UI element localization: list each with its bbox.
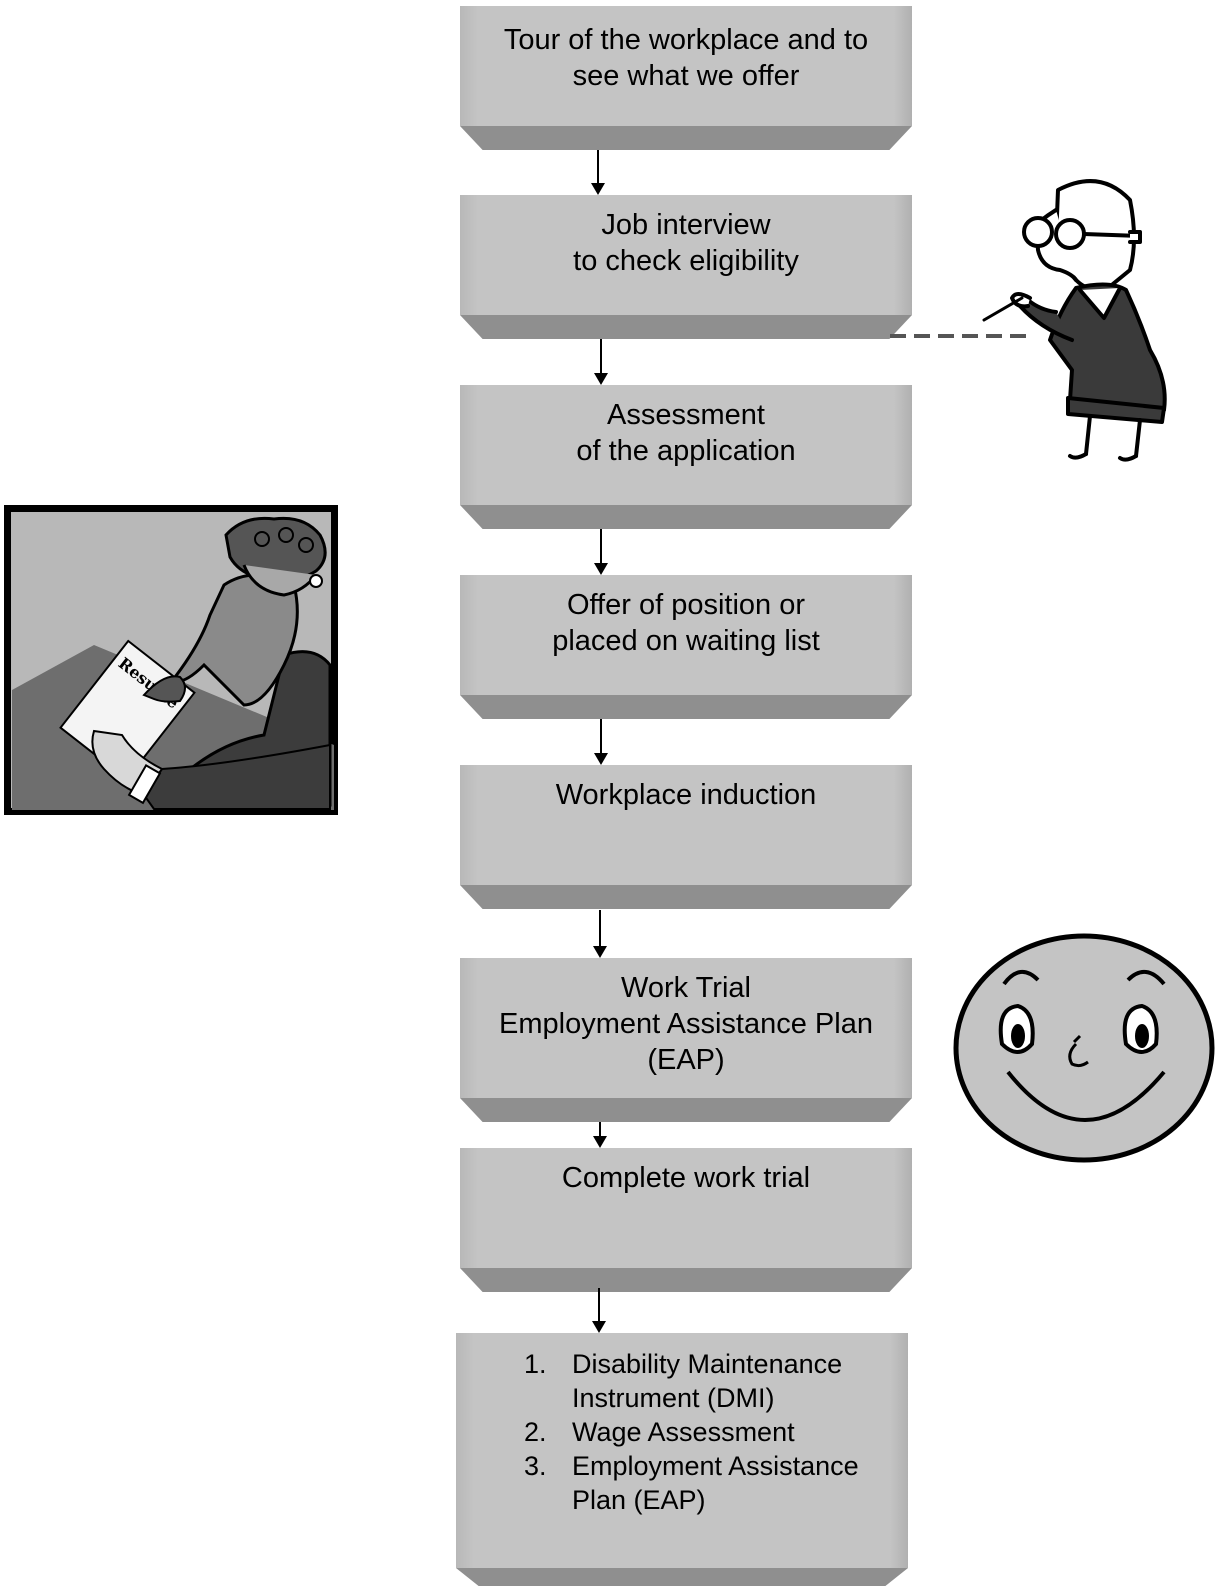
connector-arrow <box>591 339 611 385</box>
list-text-line: Instrument (DMI) <box>572 1383 775 1413</box>
step-text-line: Job interview <box>601 209 771 241</box>
connector-arrow <box>591 529 611 575</box>
connector-arrow <box>590 910 610 958</box>
resume-illustration: Resume <box>4 505 338 815</box>
list-text-line: Wage Assessment <box>572 1417 795 1447</box>
final-step-list: 1. Disability Maintenance Instrument (DM… <box>524 1347 908 1517</box>
arrow-head <box>592 1321 606 1333</box>
smiley-face-illustration <box>953 933 1215 1163</box>
step-text-line: Employment Assistance Plan <box>499 1008 873 1040</box>
arrow-head <box>594 563 608 575</box>
step-box-bevel <box>460 315 912 339</box>
list-text-line: Employment Assistance <box>572 1451 859 1481</box>
step-box-face: Tour of the workplace and to see what we… <box>460 6 912 126</box>
list-item: 2. Wage Assessment <box>524 1415 908 1449</box>
step-box-bevel <box>460 505 912 529</box>
step-text-line: Tour of the workplace and to <box>503 24 869 56</box>
step-text-line: Work Trial <box>621 972 751 1004</box>
step-text-line: Assessment <box>607 399 765 431</box>
arrow-head <box>593 946 607 958</box>
step-text-line: Workplace induction <box>555 779 817 811</box>
step-box-bevel <box>460 885 912 909</box>
step-box-face: Work Trial Employment Assistance Plan (E… <box>460 958 912 1098</box>
arrow-shaft <box>600 339 602 374</box>
step-box-bevel <box>460 126 912 150</box>
step-text-line: Complete work trial <box>561 1162 811 1194</box>
step-text-line: Offer of position or <box>566 589 806 621</box>
connector-arrow <box>590 1122 610 1148</box>
step-box-face: Assessment of the application <box>460 385 912 505</box>
list-number: 3. <box>524 1451 547 1481</box>
arrow-shaft <box>598 1288 600 1322</box>
arrow-head <box>594 753 608 765</box>
step-box-bevel <box>456 1568 908 1586</box>
list-number: 1. <box>524 1349 547 1379</box>
step-complete-trial: Complete work trial <box>460 1148 912 1292</box>
arrow-shaft <box>599 1122 601 1137</box>
connector-arrow <box>588 150 608 195</box>
step-text-line: (EAP) <box>647 1044 725 1076</box>
list-text-line: Plan (EAP) <box>572 1485 706 1515</box>
list-number: 2. <box>524 1417 547 1447</box>
arrow-head <box>593 1136 607 1148</box>
arrow-shaft <box>599 910 601 947</box>
list-text-line: Disability Maintenance <box>572 1349 843 1379</box>
step-text-line: to check eligibility <box>573 245 799 277</box>
step-box-face: Job interview to check eligibility <box>460 195 912 315</box>
arrow-head <box>594 373 608 385</box>
step-box-bevel <box>460 695 912 719</box>
step-text-line: see what we offer <box>572 60 800 92</box>
step-text-line: of the application <box>576 435 796 467</box>
connector-arrow <box>591 719 611 765</box>
step-box-bevel <box>460 1268 912 1292</box>
step-box-face: Offer of position or placed on waiting l… <box>460 575 912 695</box>
step-text-line: placed on waiting list <box>552 625 820 657</box>
step-work-trial: Work Trial Employment Assistance Plan (E… <box>460 958 912 1122</box>
arrow-shaft <box>600 719 602 754</box>
connector-arrow <box>589 1288 609 1333</box>
step-box-face: Complete work trial <box>460 1148 912 1268</box>
step-offer: Offer of position or placed on waiting l… <box>460 575 912 719</box>
interviewer-illustration <box>982 179 1167 462</box>
step-interview: Job interview to check eligibility <box>460 195 912 339</box>
step-induction: Workplace induction <box>460 765 912 909</box>
step-box-face: 1. Disability Maintenance Instrument (DM… <box>456 1333 908 1568</box>
list-item: 1. Disability Maintenance Instrument (DM… <box>524 1347 908 1415</box>
arrow-shaft <box>597 150 599 184</box>
arrow-shaft <box>600 529 602 564</box>
list-item: 3. Employment Assistance Plan (EAP) <box>524 1449 908 1517</box>
arrow-head <box>591 183 605 195</box>
step-tour: Tour of the workplace and to see what we… <box>460 6 912 150</box>
step-final: 1. Disability Maintenance Instrument (DM… <box>456 1333 908 1586</box>
step-box-bevel <box>460 1098 912 1122</box>
step-assessment: Assessment of the application <box>460 385 912 529</box>
step-box-face: Workplace induction <box>460 765 912 885</box>
